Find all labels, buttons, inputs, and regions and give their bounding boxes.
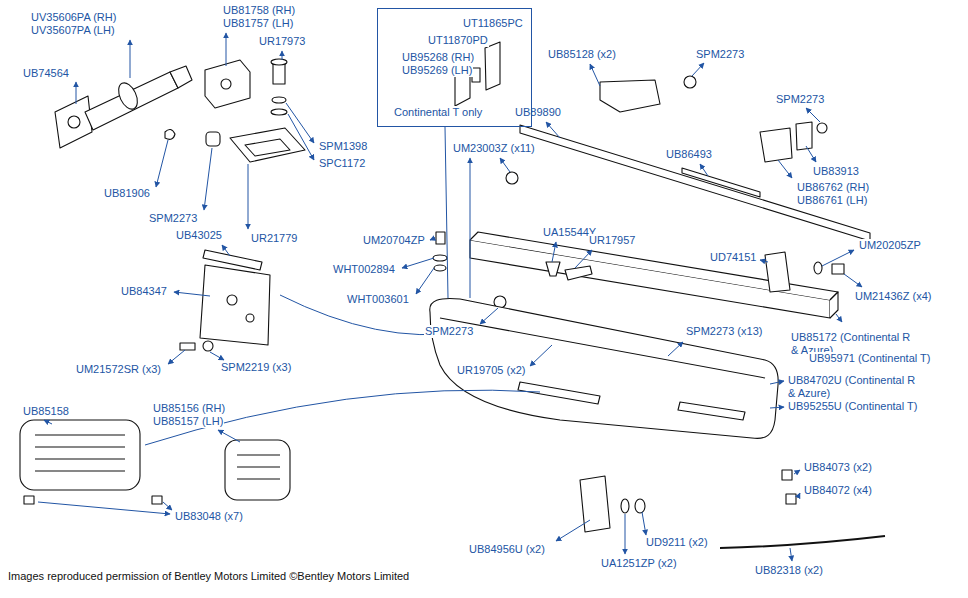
part-number: UB85156 (RH) <box>152 402 226 415</box>
part-number: UB86761 (LH) <box>796 194 868 207</box>
part-number: UV35607PA (LH) <box>30 24 116 37</box>
part-number: UB86493 <box>665 148 713 161</box>
part-number: UD9211 (x2) <box>645 536 709 549</box>
inset-text: UT11865PC <box>462 17 524 30</box>
part-number: SPM2219 (x3) <box>220 361 292 374</box>
inset-text: UB95268 (RH) <box>401 51 475 64</box>
part-number: UB95255U (Continental T) <box>787 400 918 413</box>
leader-lines <box>38 33 862 561</box>
part-number: UR21779 <box>250 232 298 245</box>
part-number: UR19705 (x2) <box>456 364 526 377</box>
part-number: WHT002894 <box>332 263 396 276</box>
part-number: UB85157 (LH) <box>152 415 224 428</box>
inset-text: Continental T only <box>393 106 483 119</box>
part-number: UB84956U (x2) <box>468 543 546 556</box>
part-number: SPM1398 <box>318 140 368 153</box>
part-number: UR17973 <box>258 35 306 48</box>
part-number: UA1251ZP (x2) <box>600 557 678 570</box>
part-number: UV35606PA (RH) <box>30 11 117 24</box>
part-number: SPM2273 <box>775 93 825 106</box>
part-number: UB83048 (x7) <box>174 510 244 523</box>
part-number: SPM2273 <box>148 212 198 225</box>
part-number: UM20205ZP <box>858 239 922 252</box>
part-number: UB84347 <box>120 285 168 298</box>
part-number: UB81758 (RH) <box>222 4 296 17</box>
part-number: UB82318 (x2) <box>754 564 824 577</box>
part-number: SPM2273 <box>424 325 474 338</box>
part-number: SPM2273 (x13) <box>685 325 763 338</box>
credit-caption: Images reproduced permission of Bentley … <box>8 570 409 583</box>
part-number: UB84072 (x4) <box>803 484 873 497</box>
inset-text: UB95269 (LH) <box>401 64 473 77</box>
reference-lines <box>145 127 540 445</box>
part-number: UB83913 <box>812 165 860 178</box>
part-number: UB85128 (x2) <box>547 48 617 61</box>
part-number: UB81906 <box>103 187 151 200</box>
part-number: UD74151 <box>709 251 757 264</box>
part-number: SPM2273 <box>695 48 745 61</box>
part-number: UB81757 (LH) <box>222 17 294 30</box>
part-number: SPC1172 <box>318 157 366 170</box>
part-number: UB85158 <box>22 405 70 418</box>
part-number: UM23003Z (x11) <box>452 142 536 155</box>
part-number: UM21572SR (x3) <box>75 363 162 376</box>
part-number: UB89890 <box>514 106 562 119</box>
inset-box: UT11865PC UT11870PD UB95268 (RH)UB95269 (L… <box>377 8 532 127</box>
part-number: WHT003601 <box>346 293 410 306</box>
part-number: UM20704ZP <box>362 234 426 247</box>
part-number: UB95971 (Continental T) <box>808 352 931 365</box>
part-number: UR17957 <box>588 234 636 247</box>
part-number: UB43025 <box>175 229 223 242</box>
part-number: UB84702U (Continental R & Azure) <box>787 374 923 400</box>
part-number: UB74564 <box>22 67 70 80</box>
part-number: UM21436Z (x4) <box>854 290 932 303</box>
part-number: UB84073 (x2) <box>803 461 873 474</box>
inset-text: UT11870PD <box>427 34 489 47</box>
part-number: UB86762 (RH) <box>796 181 870 194</box>
